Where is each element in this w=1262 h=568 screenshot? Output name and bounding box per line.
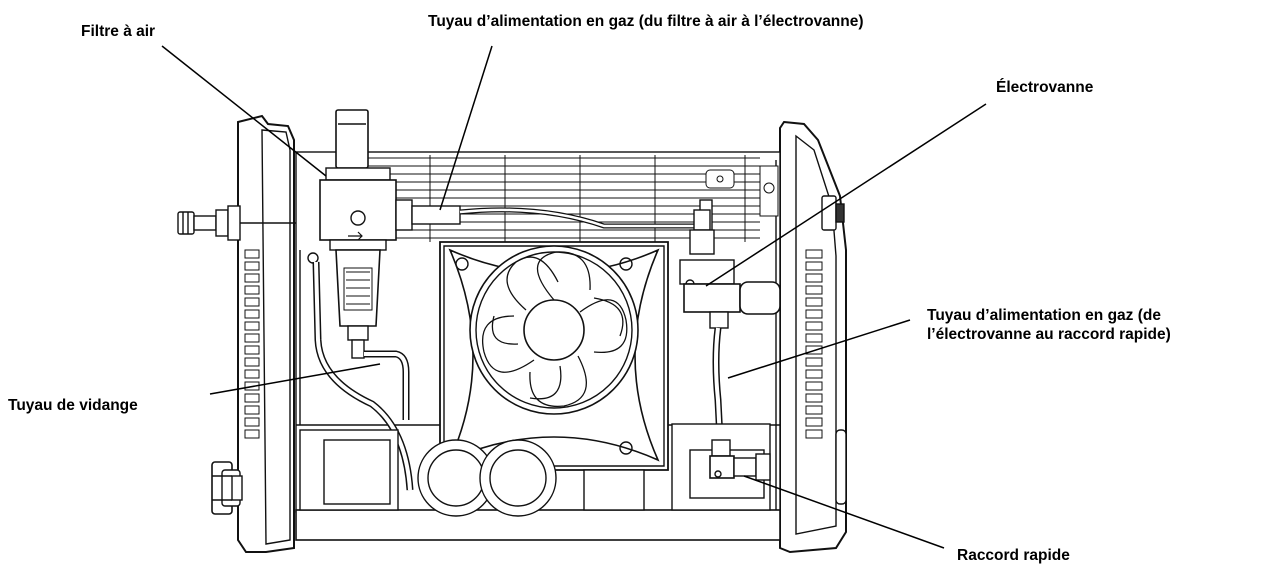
label-gas-hose-valve-to-fitting: Tuyau d’alimentation en gaz (de l’électr… — [927, 306, 1171, 344]
label-solenoid-valve: Électrovanne — [996, 79, 1094, 96]
left-front-panel — [177, 114, 296, 553]
label-quick-fitting: Raccord rapide — [957, 547, 1070, 564]
label-drain-hose: Tuyau de vidange — [8, 397, 138, 414]
lower-components — [299, 423, 771, 517]
rear-handle-bump — [835, 429, 847, 505]
fan-blades — [482, 251, 628, 408]
label-gas-hose-filter-to-valve: Tuyau d’alimentation en gaz (du filtre à… — [428, 13, 864, 30]
label-gas-hose-valve-to-fitting-line1: Tuyau d’alimentation en gaz (de — [927, 307, 1161, 324]
leader-lines — [161, 45, 987, 549]
air-inlet-connector — [177, 205, 296, 241]
label-air-filter: Filtre à air — [81, 23, 156, 40]
drain-hose — [312, 261, 414, 491]
quick-fitting — [709, 439, 771, 481]
fan-assembly — [439, 241, 669, 471]
cable-gland — [211, 461, 243, 515]
solenoid-valve — [679, 209, 781, 329]
label-gas-hose-valve-to-fitting-line2: l’électrovanne au raccord rapide) — [927, 326, 1171, 343]
right-rear-panel — [779, 120, 847, 554]
left-panel-vents — [244, 249, 260, 439]
right-panel-vents — [805, 249, 823, 439]
gas-hose-valve-to-fitting — [712, 327, 724, 441]
